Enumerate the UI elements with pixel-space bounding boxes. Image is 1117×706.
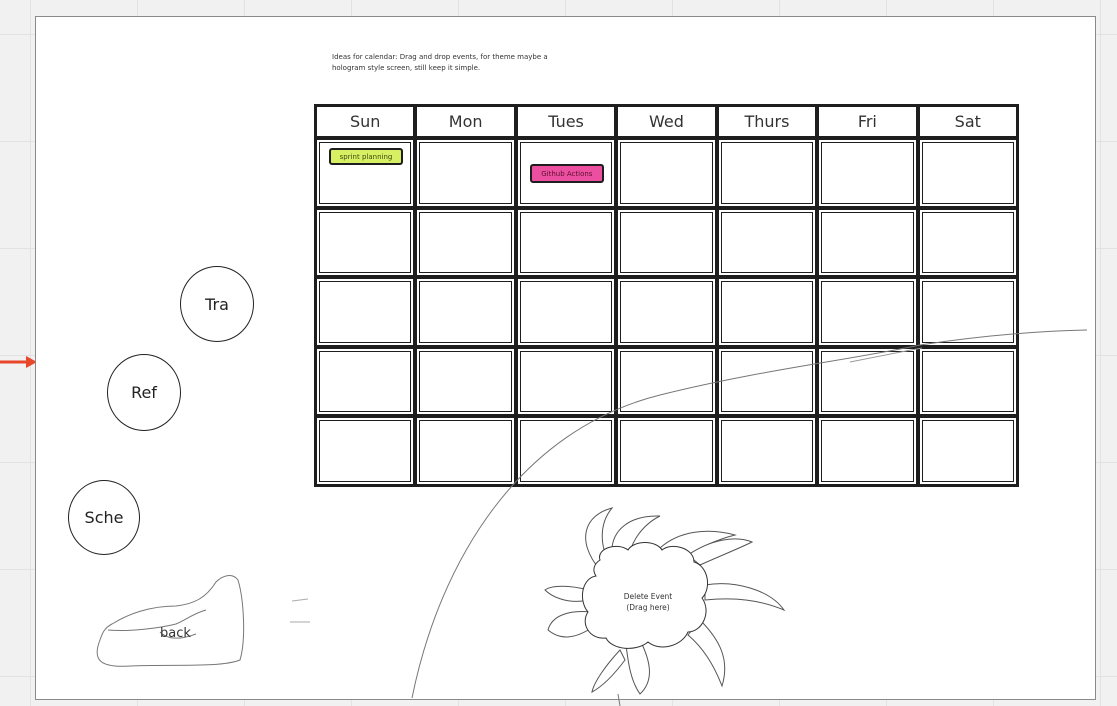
calendar-cell-week3-sat[interactable]: [919, 279, 1016, 345]
calendar-cell-week4-sun[interactable]: [317, 348, 414, 415]
calendar-cell-week2-tues[interactable]: [517, 209, 615, 276]
design-note: Ideas for calendar: Drag and drop events…: [332, 52, 572, 74]
connector-arrow-icon: [0, 355, 40, 374]
event-chip[interactable]: Github Actions: [529, 164, 604, 183]
calendar-cell-week4-fri[interactable]: [819, 348, 916, 415]
calendar-cell-week3-wed[interactable]: [618, 279, 715, 345]
tra-nav-button[interactable]: Tra: [180, 266, 254, 342]
back-button[interactable]: back: [160, 626, 191, 641]
delete-event-dropzone[interactable]: Delete Event (Drag here): [608, 591, 688, 613]
calendar-cell-week3-sun[interactable]: [317, 279, 414, 345]
calendar-cell-week3-thurs[interactable]: [718, 279, 816, 345]
calendar-cell-week4-mon[interactable]: [417, 348, 514, 415]
calendar-cell-week2-sun[interactable]: [317, 209, 414, 276]
calendar-cell-week5-fri[interactable]: [819, 418, 916, 484]
calendar-cell-week2-fri[interactable]: [819, 209, 916, 276]
calendar-cell-week3-mon[interactable]: [417, 279, 514, 345]
calendar-cell-week1-mon[interactable]: [417, 140, 514, 206]
event-chip[interactable]: sprint planning: [329, 148, 403, 165]
calendar-cell-week3-fri[interactable]: [819, 279, 916, 345]
sche-nav-label: Sche: [84, 508, 124, 527]
day-header-wed: Wed: [618, 107, 715, 136]
day-header-mon: Mon: [417, 107, 514, 136]
calendar-cell-week3-tues[interactable]: [517, 279, 615, 345]
calendar-cell-week1-thurs[interactable]: [718, 140, 816, 206]
calendar-cell-week4-wed[interactable]: [618, 348, 715, 415]
calendar-cell-week2-sat[interactable]: [919, 209, 1016, 276]
day-header-sun: Sun: [317, 107, 414, 136]
day-header-fri: Fri: [819, 107, 916, 136]
calendar-cell-week5-sun[interactable]: [317, 418, 414, 484]
tra-nav-label: Tra: [205, 294, 229, 314]
day-header-tues: Tues: [517, 107, 615, 136]
design-note-line-2: hologram style screen, still keep it sim…: [332, 64, 481, 72]
design-note-line-1: Ideas for calendar: Drag and drop events…: [332, 53, 548, 61]
calendar-cell-week2-mon[interactable]: [417, 209, 514, 276]
delete-event-hint: (Drag here): [626, 603, 670, 612]
calendar-cell-week2-thurs[interactable]: [718, 209, 816, 276]
calendar-cell-week1-sat[interactable]: [919, 140, 1016, 206]
calendar-cell-week5-wed[interactable]: [618, 418, 715, 484]
calendar-cell-week1-tues[interactable]: Github Actions: [517, 140, 615, 206]
delete-event-label: Delete Event: [623, 592, 673, 601]
calendar-cell-week5-thurs[interactable]: [718, 418, 816, 484]
calendar-cell-week1-wed[interactable]: [618, 140, 715, 206]
calendar-cell-week5-tues[interactable]: [517, 418, 615, 484]
calendar-cell-week5-mon[interactable]: [417, 418, 514, 484]
sche-nav-button[interactable]: Sche: [68, 480, 140, 555]
day-header-thurs: Thurs: [718, 107, 816, 136]
calendar-cell-week4-sat[interactable]: [919, 348, 1016, 415]
calendar-cell-week2-wed[interactable]: [618, 209, 715, 276]
calendar-cell-week4-tues[interactable]: [517, 348, 615, 415]
ref-nav-label: Ref: [131, 383, 157, 402]
calendar-cell-week5-sat[interactable]: [919, 418, 1016, 484]
calendar-cell-week1-fri[interactable]: [819, 140, 916, 206]
day-header-sat: Sat: [919, 107, 1016, 136]
calendar-cell-week4-thurs[interactable]: [718, 348, 816, 415]
calendar-cell-week1-sun[interactable]: sprint planning: [317, 140, 414, 206]
ref-nav-button[interactable]: Ref: [107, 354, 181, 431]
